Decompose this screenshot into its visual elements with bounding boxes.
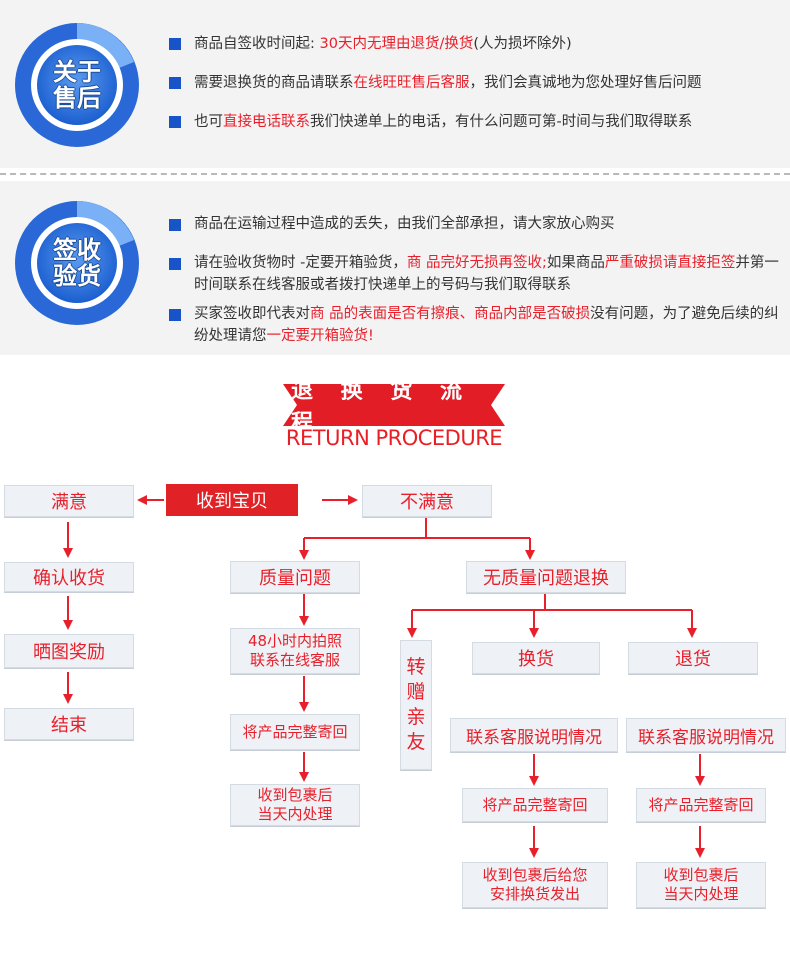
quality-step-3-box: 收到包裹后 当天内处理 — [230, 784, 360, 826]
blue-square-bullet-icon — [169, 219, 181, 231]
blue-square-bullet-icon — [169, 258, 181, 270]
no-quality-issue-box: 无质量问题退换 — [466, 561, 626, 593]
quality-step-1-line-2: 联系在线客服 — [249, 651, 340, 669]
inspection-item-1: 商品在运输过程中造成的丢失，由我们全部承担，请大家放心购买 — [194, 216, 615, 232]
gift-char-1: 转 — [406, 656, 426, 678]
after-sales-badge: 关于 售后 — [12, 20, 142, 150]
gift-char-2: 赠 — [406, 681, 426, 703]
blue-square-bullet-icon — [169, 116, 181, 128]
share-photo-box: 晒图奖励 — [4, 634, 134, 668]
inspection-item-3: 买家签收即代表对商 品的表面是否有擦痕、商品内部是否破损没有问题，为了避免后续的… — [194, 306, 779, 344]
badge-line-1: 签收 — [53, 236, 101, 264]
ring-chart-icon — [15, 23, 139, 147]
title-ribbon — [283, 384, 505, 426]
quality-step-1-line-1: 48小时内拍照 — [247, 632, 343, 650]
quality-step-3-line-2: 当天内处理 — [257, 805, 333, 823]
badge-line-2: 售后 — [53, 84, 101, 112]
refund-step-3-line-1: 收到包裹后 — [663, 866, 739, 884]
after-sales-item-3: 也可直接电话联系我们快递单上的电话，有什么问题可第-时间与我们取得联系 — [194, 114, 693, 130]
badge-line-1: 关于 — [53, 58, 101, 86]
exchange-step-3-box: 收到包裹后给您 安排换货发出 — [462, 862, 608, 908]
after-sales-item-2: 需要退换货的商品请联系在线旺旺售后客服，我们会真诚地为您处理好售后问题 — [194, 75, 702, 91]
exchange-step-3-line-2: 安排换货发出 — [489, 885, 580, 903]
gift-char-4: 友 — [406, 731, 426, 753]
exchange-step-2-box: 将产品完整寄回 — [462, 788, 608, 822]
after-sales-item-1: 商品自签收时间起: 30天内无理由退货/换货(人为损坏除外) — [194, 36, 572, 52]
blue-square-bullet-icon — [169, 38, 181, 50]
end-box: 结束 — [4, 708, 134, 740]
unsatisfied-box: 不满意 — [362, 485, 492, 517]
exchange-step-3-line-1: 收到包裹后给您 — [482, 866, 588, 884]
refund-step-3-line-2: 当天内处理 — [663, 885, 739, 903]
badge-line-2: 验货 — [53, 262, 101, 290]
quality-step-1-box: 48小时内拍照 联系在线客服 — [230, 628, 360, 674]
confirm-receipt-box: 确认收货 — [4, 562, 134, 592]
quality-step-3-line-1: 收到包裹后 — [257, 786, 333, 804]
refund-step-1-box: 联系客服说明情况 — [626, 718, 786, 752]
exchange-box: 换货 — [472, 642, 600, 674]
gift-to-friends-box: 转 赠 亲 友 — [400, 640, 432, 770]
refund-box: 退货 — [628, 642, 758, 674]
exchange-step-1-box: 联系客服说明情况 — [450, 718, 618, 752]
satisfied-box: 满意 — [4, 485, 134, 517]
refund-step-3-box: 收到包裹后 当天内处理 — [636, 862, 766, 908]
gift-char-3: 亲 — [406, 706, 426, 728]
blue-square-bullet-icon — [169, 77, 181, 89]
received-box: 收到宝贝 — [166, 484, 298, 516]
after-sales-panel: 关于 售后 商品自签收时间起: 30天内无理由退货/换货(人为损坏除外) 需要退… — [0, 0, 790, 168]
refund-step-2-box: 将产品完整寄回 — [636, 788, 766, 822]
quality-step-2-box: 将产品完整寄回 — [230, 714, 360, 750]
blue-square-bullet-icon — [169, 309, 181, 321]
inspection-badge: 签收 验货 — [12, 198, 142, 328]
inspection-panel: 签收 验货 商品在运输过程中造成的丢失，由我们全部承担，请大家放心购买 请在验收… — [0, 181, 790, 355]
quality-issue-box: 质量问题 — [230, 561, 360, 593]
ring-chart-icon — [15, 201, 139, 325]
inspection-item-2: 请在验收货物时 -定要开箱验货，商 品完好无损再签收;如果商品严重破损请直接拒签… — [194, 255, 779, 293]
dashed-divider — [0, 173, 790, 175]
procedure-subtitle: RETURN PROCEDURE — [285, 426, 503, 450]
